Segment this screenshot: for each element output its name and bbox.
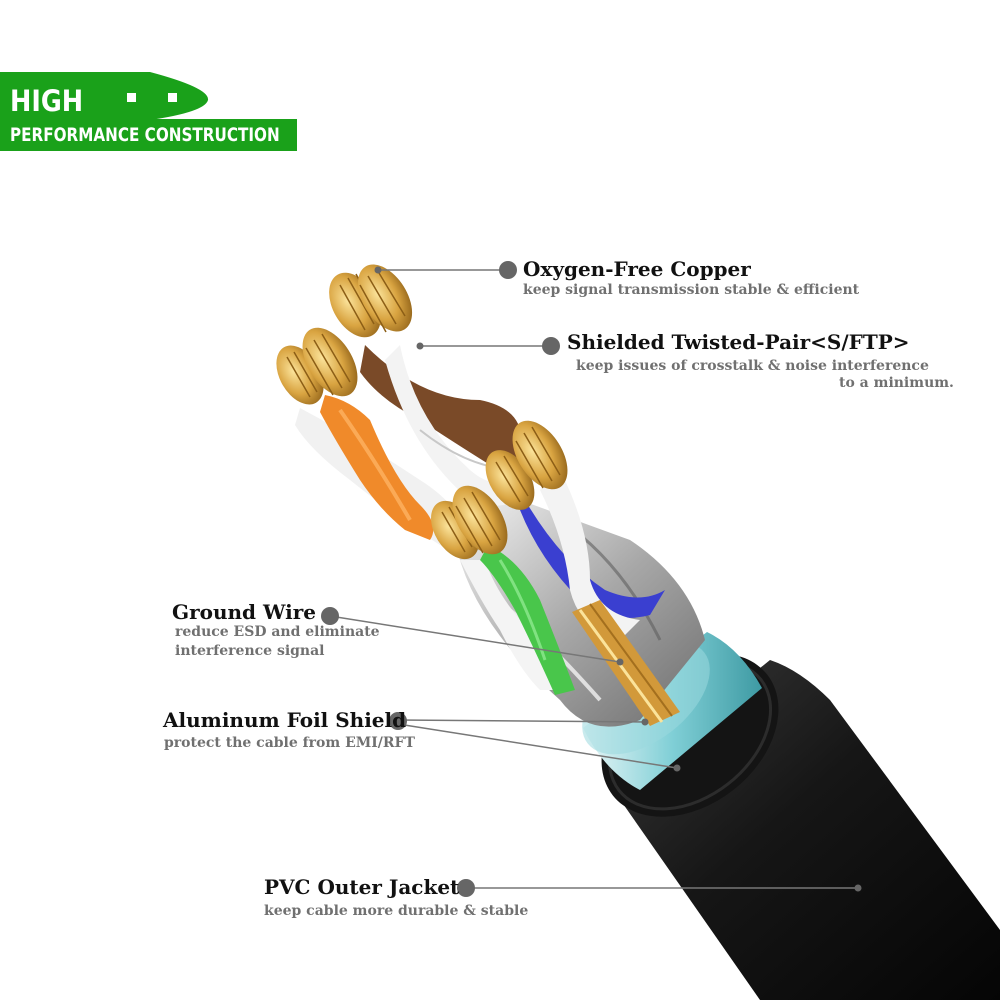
ground-wire-title: Ground Wire [172, 600, 316, 624]
marker-ground-wire [321, 607, 339, 625]
twisted-pair-title: Shielded Twisted-Pair<S/FTP> [567, 330, 910, 354]
anchor-foil-1 [641, 718, 649, 726]
copper-desc: keep signal transmission stable & effici… [523, 282, 860, 298]
twisted-pair-desc-1: keep issues of crosstalk & noise interfe… [576, 358, 929, 374]
copper-end-white-top [357, 264, 413, 333]
banner-title: HIGH [10, 84, 84, 118]
marker-foil [389, 712, 407, 730]
marker-jacket [457, 879, 475, 897]
leader-ground-wire [329, 615, 621, 663]
anchor-twisted-pair [416, 342, 424, 350]
leader-foil-2 [397, 723, 678, 769]
jacket-desc: keep cable more durable & stable [264, 903, 529, 919]
anchor-foil-2 [673, 764, 681, 772]
foil-shield-title: Aluminum Foil Shield [163, 708, 407, 732]
copper-ends [276, 264, 568, 560]
foil-shield-desc: protect the cable from EMI/RFT [164, 735, 415, 751]
marker-copper [499, 261, 517, 279]
banner-top-swoosh [0, 72, 209, 120]
pair-green-white [460, 545, 575, 695]
anchor-jacket [854, 884, 862, 892]
banner [0, 72, 297, 151]
banner-bottom-bar [0, 119, 297, 151]
markers [321, 261, 862, 897]
pair-blue-white [520, 470, 665, 640]
copper-end-orange [302, 327, 358, 397]
banner-dot-2 [168, 93, 177, 102]
ground-wire-desc-1: reduce ESD and eliminate [175, 624, 380, 640]
jacket-title: PVC Outer Jacket [264, 875, 460, 899]
copper-title: Oxygen-Free Copper [523, 257, 751, 281]
banner-dot-1 [127, 93, 136, 102]
pair-orange-white [295, 395, 470, 545]
ground-wire [572, 600, 680, 726]
marker-twisted-pair [542, 337, 560, 355]
leader-lines [329, 269, 858, 889]
twisted-pair-desc-2: to a minimum. [839, 375, 954, 391]
copper-end-green [452, 485, 508, 555]
leader-foil-1 [397, 719, 646, 723]
ground-wire-desc-2: interference signal [175, 643, 325, 659]
anchor-copper [374, 266, 382, 274]
copper-end-blue [512, 420, 568, 490]
anchor-ground-wire [616, 658, 624, 666]
banner-subtitle: PERFORMANCE CONSTRUCTION [10, 124, 280, 146]
